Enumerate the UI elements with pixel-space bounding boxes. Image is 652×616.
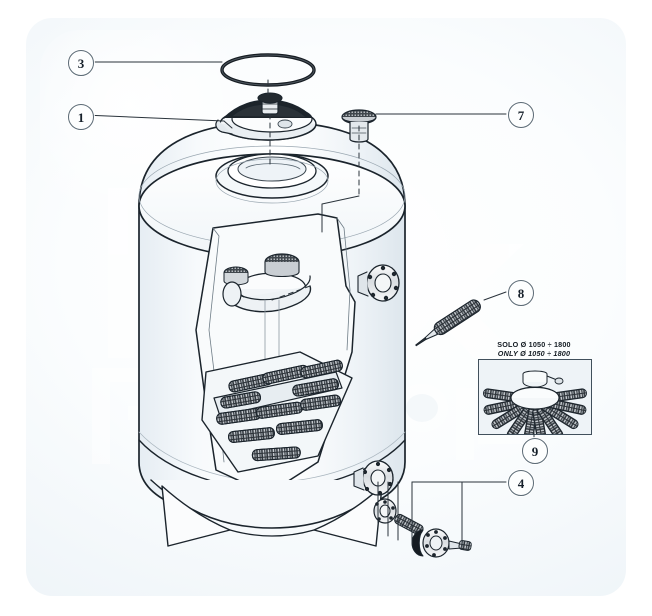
callout-8[interactable]: 8 <box>508 280 534 306</box>
tank-base-skirt <box>150 479 394 547</box>
side-flange-lower <box>353 460 394 496</box>
inset-caption-line-1: SOLO Ø 1050 ÷ 1800 <box>497 340 571 349</box>
lateral-assembly <box>201 351 353 473</box>
lid-assembly <box>215 92 317 141</box>
callout-3-number: 3 <box>77 55 85 71</box>
callout-1[interactable]: 1 <box>68 104 94 130</box>
lateral-tube-part <box>415 299 481 347</box>
inset-caption-line-2: ONLY Ø 1050 ÷ 1800 <box>497 349 571 358</box>
callout-9-number: 9 <box>531 443 539 459</box>
lateral-hub-detail-inset <box>478 359 592 435</box>
tank-top-port <box>215 153 329 204</box>
callout-3[interactable]: 3 <box>68 50 94 76</box>
internal-diffuser-assembly <box>222 253 312 373</box>
lateral-hub-detail-svg <box>479 360 591 434</box>
callout-9[interactable]: 9 <box>522 438 548 464</box>
air-bleed-plug <box>341 109 377 143</box>
assembly-centerlines <box>267 79 360 301</box>
leader-lines <box>83 61 507 547</box>
side-flange-upper <box>357 264 400 302</box>
callout-7[interactable]: 7 <box>508 102 534 128</box>
callout-1-number: 1 <box>77 109 85 125</box>
callout-4-number: 4 <box>517 475 525 491</box>
callout-4[interactable]: 4 <box>508 470 534 496</box>
callout-7-number: 7 <box>517 107 525 123</box>
callout-8-number: 8 <box>517 285 525 301</box>
drain-valve-kit <box>394 513 472 558</box>
inset-caption: SOLO Ø 1050 ÷ 1800 ONLY Ø 1050 ÷ 1800 <box>470 340 598 358</box>
